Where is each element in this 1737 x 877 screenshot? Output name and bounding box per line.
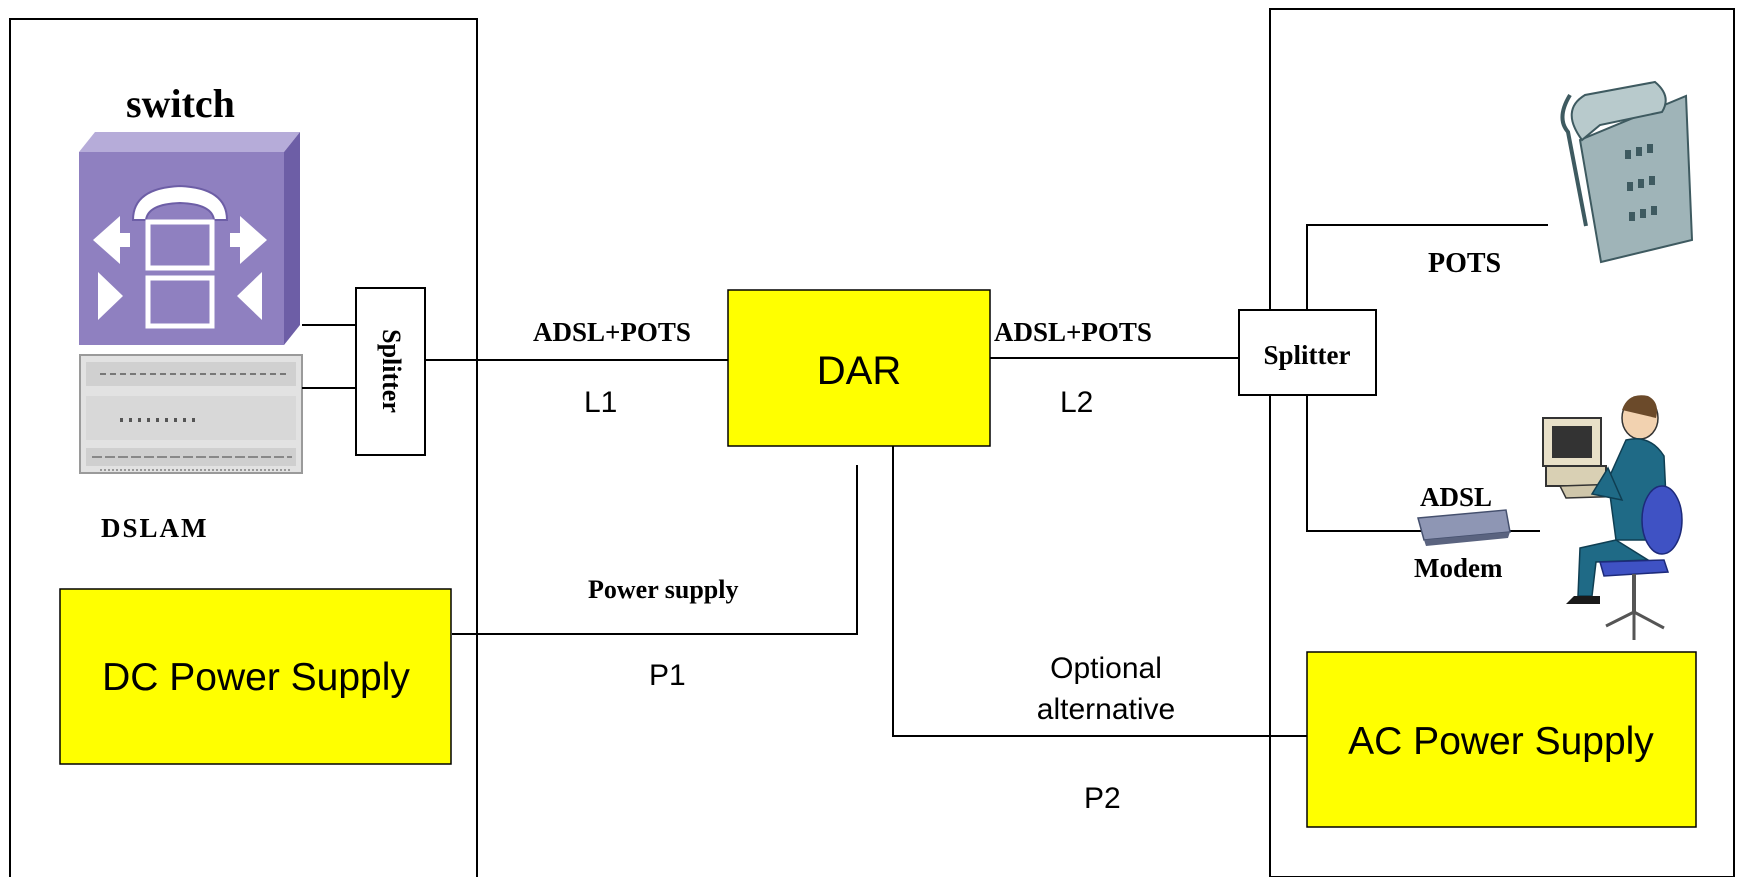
customer-frame (1269, 8, 1735, 877)
dar-box (727, 289, 991, 447)
dar-label: DAR (817, 349, 901, 393)
splitter-to-phone-line (1306, 224, 1548, 310)
l1-type-label: ADSL+POTS (533, 317, 691, 347)
exchange-frame (9, 18, 478, 877)
p2-type-line2: alternative (1037, 693, 1175, 726)
p1-line (452, 465, 858, 635)
p2-type-line1: Optional (1050, 652, 1162, 685)
switch-label: switch (126, 81, 235, 126)
switch-icon (79, 132, 300, 345)
l2-id-label: L2 (1060, 386, 1093, 419)
dc-power-supply-label: DC Power Supply (102, 656, 410, 699)
modem-icon (1417, 509, 1511, 546)
p1-id-label: P1 (649, 659, 686, 692)
l1-id-label: L1 (584, 386, 617, 419)
p2-line (892, 446, 1307, 737)
pots-label: POTS (1428, 248, 1501, 279)
exchange-splitter-label: Splitter (377, 329, 406, 413)
ac-power-supply-box (1306, 651, 1697, 828)
p1-type-label: Power supply (588, 575, 739, 604)
customer-splitter (1238, 309, 1377, 396)
telephone-icon (1560, 80, 1694, 264)
l2-type-label: ADSL+POTS (994, 317, 1152, 347)
modem-label-line2: Modem (1414, 553, 1503, 583)
p2-id-label: P2 (1084, 782, 1121, 815)
customer-splitter-label: Splitter (1264, 340, 1351, 370)
exchange-splitter (355, 287, 426, 456)
dslam-rack-icon (79, 354, 303, 474)
modem-label-line1: ADSL (1420, 482, 1492, 512)
dslam-label: DSLAM (101, 513, 209, 543)
dc-power-supply-box (59, 588, 452, 765)
computer-user-icon (1542, 395, 1683, 640)
ac-power-supply-label: AC Power Supply (1348, 720, 1654, 763)
